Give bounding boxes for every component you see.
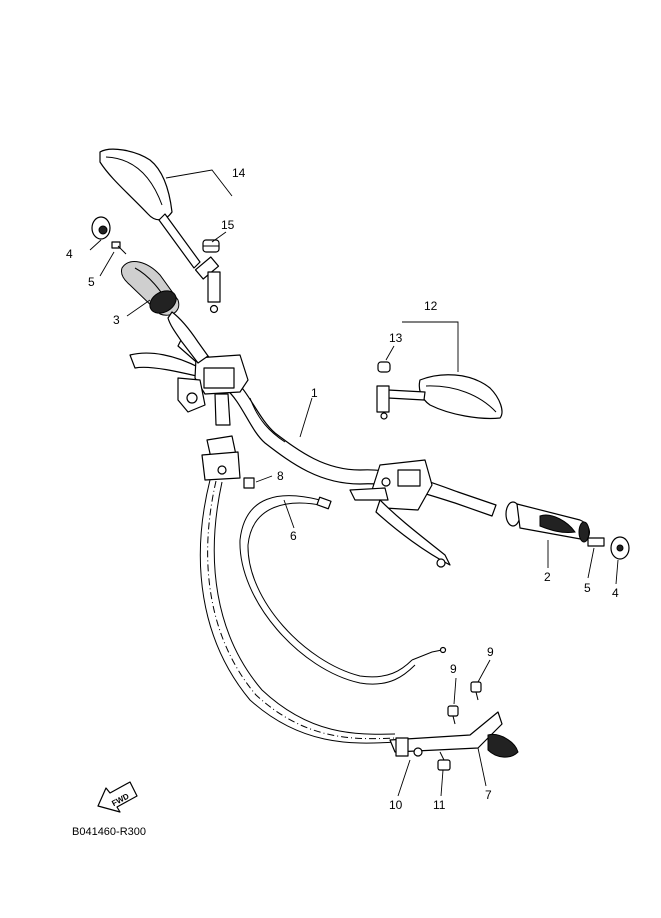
callout-9-a: 9 [450, 662, 457, 676]
callout-1: 1 [311, 386, 318, 400]
callout-11: 11 [433, 798, 446, 812]
cable-bracket [389, 711, 519, 758]
callout-10: 10 [389, 798, 403, 812]
callout-13: 13 [389, 331, 403, 345]
callout-12: 12 [424, 299, 438, 313]
callout-4-left: 4 [66, 247, 73, 261]
right-lever-assembly [349, 459, 451, 568]
callout-8: 8 [277, 469, 284, 483]
callout-4-right: 4 [612, 586, 619, 600]
left-grip [121, 261, 209, 364]
callout-3: 3 [113, 313, 120, 327]
callout-7: 7 [485, 788, 492, 802]
throttle-cable-joint [201, 435, 255, 489]
callout-5-right: 5 [584, 581, 591, 595]
fwd-arrow: FWD [97, 781, 138, 813]
callout-15: 15 [221, 218, 235, 232]
callout-5-left: 5 [88, 275, 95, 289]
left-grip-end-parts [91, 216, 127, 255]
clutch-cable [239, 495, 447, 685]
leader-lines [89, 169, 619, 797]
reference-code: B041460-R300 [72, 826, 146, 838]
right-grip [505, 501, 590, 543]
right-mirror [376, 361, 503, 420]
right-grip-end-parts [587, 536, 630, 560]
callout-14: 14 [232, 166, 246, 180]
bracket-screws [437, 681, 482, 771]
left-mirror-cap [202, 239, 220, 253]
callout-labels: 1 2 3 4 4 5 5 6 7 8 9 9 10 11 12 13 14 1… [66, 166, 619, 812]
throttle-cables [199, 479, 396, 744]
handlebar [177, 335, 497, 517]
callout-9-b: 9 [487, 645, 494, 659]
left-mirror [99, 148, 221, 314]
callout-2: 2 [544, 570, 551, 584]
left-lever-assembly [129, 352, 249, 426]
callout-6: 6 [290, 529, 297, 543]
